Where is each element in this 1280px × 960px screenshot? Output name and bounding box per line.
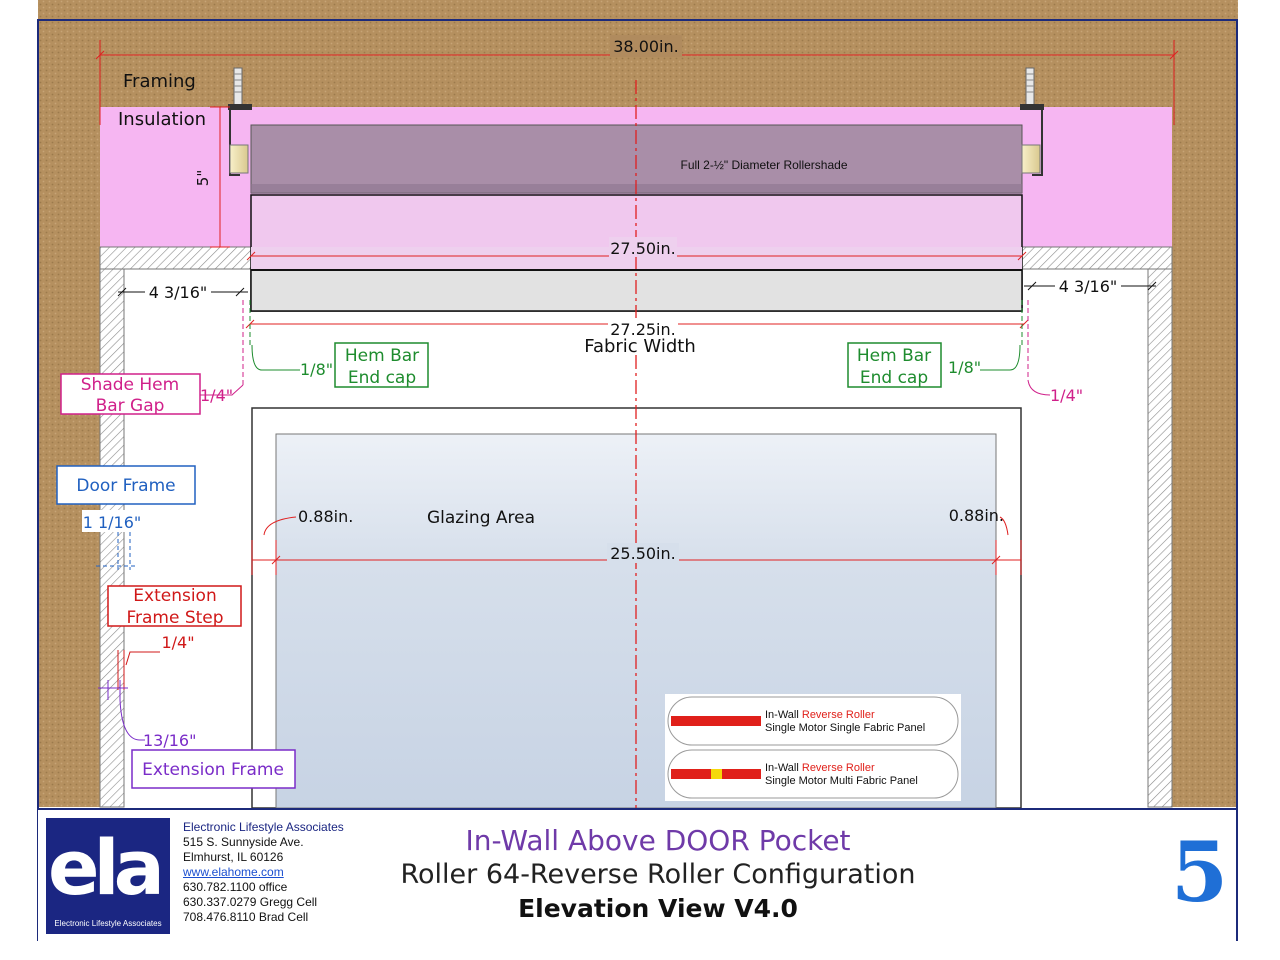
- title-line-1: In-Wall Above DOOR Pocket: [465, 824, 851, 857]
- extension-frame-callout: Extension Frame: [131, 749, 296, 789]
- glazing-width: 25.50in.: [610, 544, 675, 563]
- hem-bar-right-line2: End cap: [860, 368, 928, 388]
- shade-hem-bar-gap-callout: Shade Hem Bar Gap: [60, 373, 201, 416]
- title-block: ela Electronic Lifestyle Associates Elec…: [38, 808, 1236, 942]
- ela-logo: ela Electronic Lifestyle Associates: [46, 818, 170, 934]
- company-city: Elmhurst, IL 60126: [183, 850, 284, 864]
- legend-row2-highlight: Reverse Roller: [802, 762, 875, 774]
- hem-bar-endcap-right: Hem Bar End cap: [847, 342, 942, 388]
- extension-step-line2: Frame Step: [126, 608, 223, 628]
- shade-gap-right-label: 1/4": [1050, 386, 1083, 405]
- shade-hem-gap-line2: Bar Gap: [96, 396, 165, 416]
- door-frame-dim: 1 1/16": [83, 513, 142, 532]
- glazing-area-label: Glazing Area: [427, 508, 535, 528]
- extension-step-dim: 1/4": [161, 633, 194, 652]
- pocket-width-label: 27.50in.: [610, 239, 675, 258]
- extension-frame-step-callout: Extension Frame Step: [107, 585, 242, 628]
- hem-bar-right-line1: Hem Bar: [857, 346, 931, 366]
- framing-right-stud: [1172, 107, 1236, 807]
- glazing-right-margin: 0.88in.: [949, 506, 1004, 525]
- company-website-link[interactable]: www.elahome.com: [183, 865, 284, 879]
- legend-row1-prefix: In-Wall: [765, 709, 802, 721]
- company-street: 515 S. Sunnyside Ave.: [183, 835, 304, 849]
- company-info: Electronic Lifestyle Associates 515 S. S…: [183, 820, 344, 925]
- company-office-phone: 630.782.1100 office: [183, 880, 288, 894]
- hem-bar-endcap-left: Hem Bar End cap: [334, 342, 429, 388]
- right-offset-label: 4 3/16": [1059, 277, 1118, 296]
- framing-top-strip: [38, 0, 1238, 20]
- glazing-left-margin: 0.88in.: [298, 507, 353, 526]
- rollershade-label: Full 2-½" Diameter Rollershade: [681, 158, 848, 172]
- extension-step-line1: Extension: [133, 586, 216, 606]
- drawing-titles: In-Wall Above DOOR Pocket Roller 64-Reve…: [338, 824, 978, 926]
- extension-frame-label: Extension Frame: [142, 760, 284, 780]
- overall-width-label: 38.00in.: [613, 37, 678, 56]
- legend-row1-desc: Single Motor Single Fabric Panel: [765, 722, 925, 734]
- wall-side-right: [1147, 268, 1173, 808]
- logo-caption: Electronic Lifestyle Associates: [54, 919, 162, 928]
- dim-roller-height: [210, 106, 230, 248]
- svg-text:In-Wall Reverse Roller: In-Wall Reverse Roller: [765, 762, 875, 774]
- framing-label: Framing: [123, 71, 196, 92]
- svg-text:In-Wall Reverse Roller: In-Wall Reverse Roller: [765, 709, 875, 721]
- roller-height-label: 5": [194, 170, 212, 186]
- hem-bar-left-line1: Hem Bar: [345, 346, 419, 366]
- page-number: 5: [1170, 825, 1228, 921]
- door-frame-label: Door Frame: [76, 476, 175, 496]
- hem-gap-left-label: 1/8": [300, 360, 333, 379]
- pocket-wall-right: [1021, 246, 1173, 270]
- left-offset-label: 4 3/16": [149, 283, 208, 302]
- company-cell-brad: 708.476.8110 Brad Cell: [183, 910, 309, 924]
- insulation-label: Insulation: [118, 109, 206, 130]
- framing-left-stud: [39, 107, 100, 807]
- hem-bar-left-line2: End cap: [348, 368, 416, 388]
- bracket-left: [228, 67, 252, 176]
- shade-gap-left-label: 1/4": [200, 386, 233, 405]
- wall-side-left: [99, 268, 125, 808]
- logo-mark: ela: [48, 823, 165, 912]
- legend: In-Wall Reverse Roller Single Motor Sing…: [665, 694, 961, 801]
- legend-row1-highlight: Reverse Roller: [802, 709, 875, 721]
- pocket-wall-left: [99, 246, 252, 270]
- fabric-width-value: 27.25in.: [610, 320, 675, 339]
- bracket-right: [1020, 67, 1044, 176]
- title-line-2: Roller 64-Reverse Roller Configuration: [400, 859, 916, 890]
- fabric-width-label: Fabric Width: [584, 336, 695, 357]
- company-cell-gregg: 630.337.0279 Gregg Cell: [183, 895, 318, 909]
- title-line-3: Elevation View V4.0: [518, 894, 798, 923]
- legend-row2-prefix: In-Wall: [765, 762, 802, 774]
- legend-single-panel-swatch: [671, 716, 761, 726]
- hem-gap-right-label: 1/8": [948, 358, 981, 377]
- door-frame-callout: Door Frame: [56, 465, 196, 505]
- framing-header: [39, 21, 1236, 107]
- shade-hem-gap-line1: Shade Hem: [81, 375, 179, 395]
- legend-row2-desc: Single Motor Multi Fabric Panel: [765, 775, 918, 787]
- extension-frame-dim: 13/16": [143, 731, 196, 750]
- company-name: Electronic Lifestyle Associates: [183, 820, 344, 834]
